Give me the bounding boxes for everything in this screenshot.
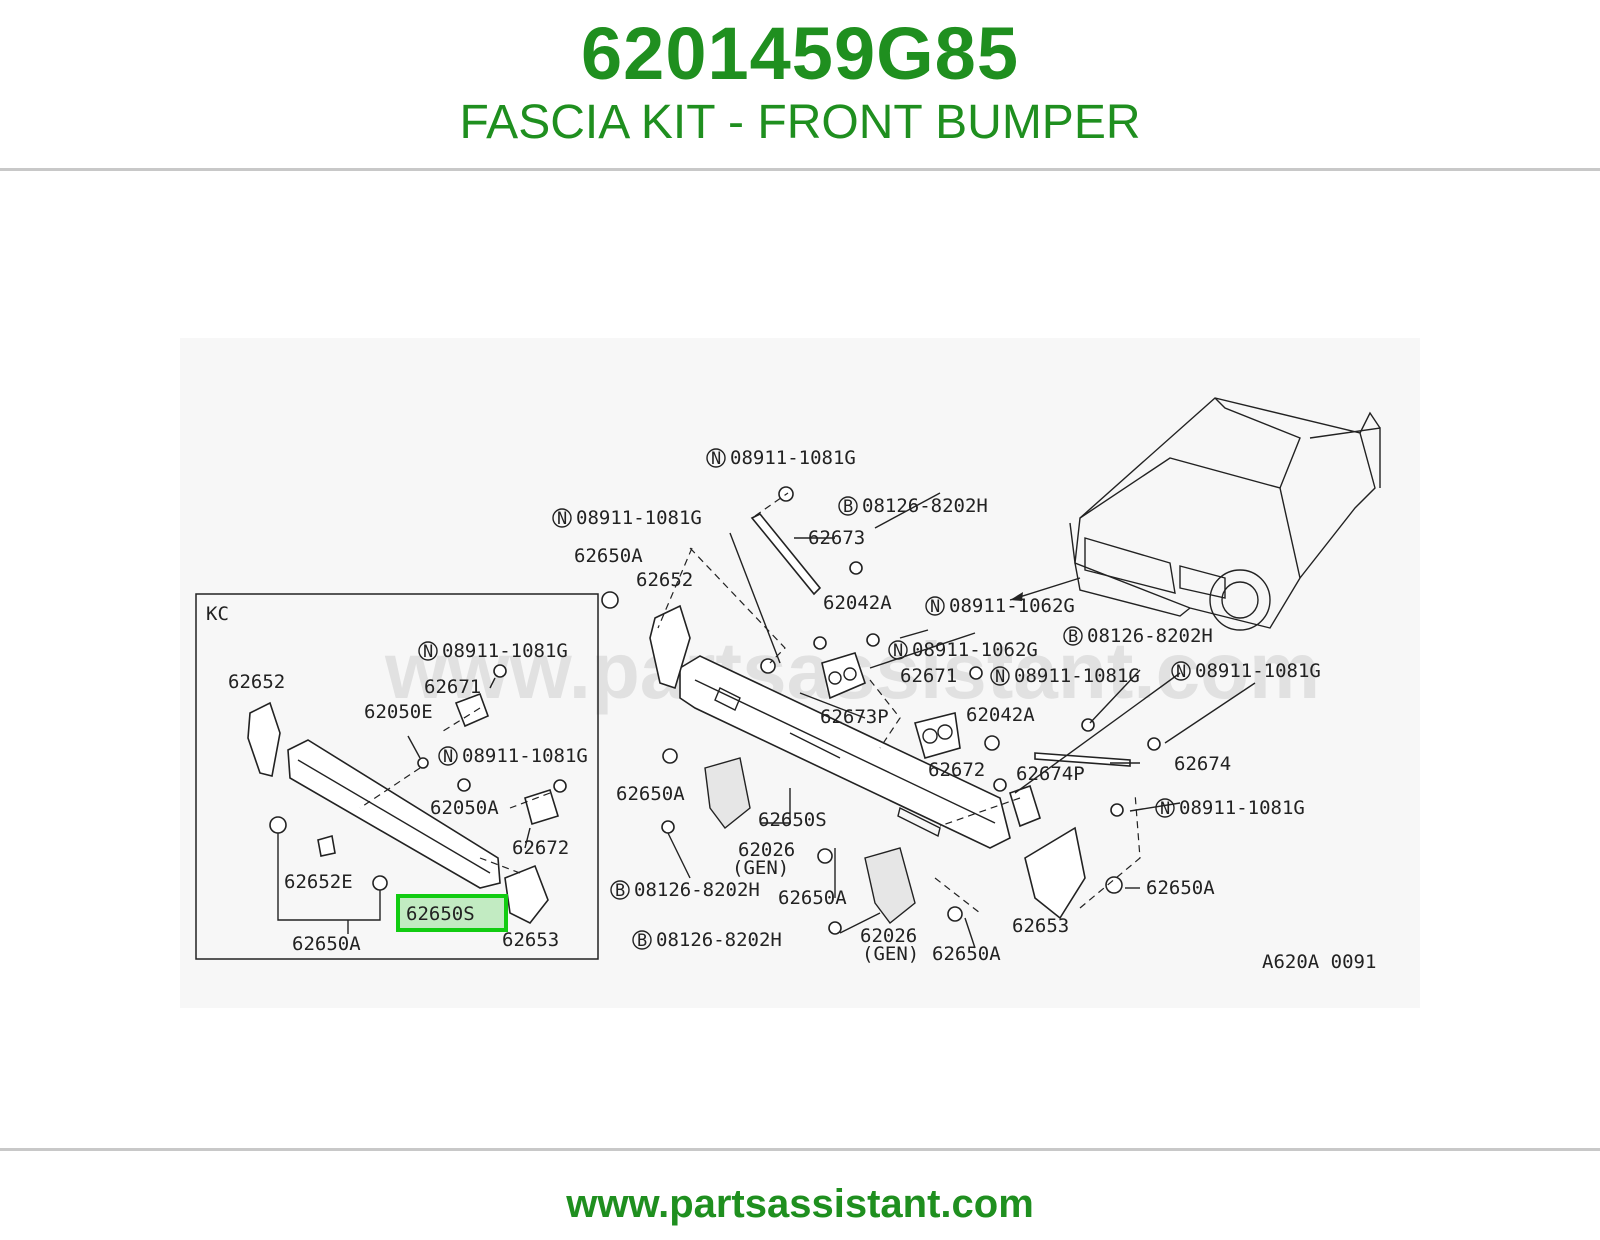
label-62652: 62652: [636, 569, 693, 591]
label-62650a: 62650A: [1146, 877, 1215, 899]
highlight-fill: [398, 896, 506, 930]
label-08911-1081g: 08911-1081G: [1195, 660, 1321, 682]
inset-label: KC: [206, 603, 229, 625]
inset-label-62050a: 62050A: [430, 797, 499, 819]
circle-n: N: [893, 641, 903, 661]
label-08126-8202h: 08126-8202H: [634, 879, 760, 901]
inset-label-62650a: 62650A: [292, 933, 361, 955]
inset-label-62650s: 62650S: [406, 903, 475, 925]
label-62672: 62672: [928, 759, 985, 781]
footer-divider: [0, 1148, 1600, 1151]
label-62026: 62026: [860, 925, 917, 947]
footer-url[interactable]: www.partsassistant.com: [566, 1182, 1034, 1226]
circle-n: N: [423, 642, 433, 662]
label-08911-1081g: 08911-1081G: [1179, 797, 1305, 819]
label-62673: 62673: [808, 527, 865, 549]
page-header: 6201459G85 FASCIA KIT - FRONT BUMPER: [0, 0, 1600, 170]
label-08911-1081g: 08911-1081G: [1014, 665, 1140, 687]
circle-n: N: [711, 449, 721, 469]
circle-n: N: [1160, 799, 1170, 819]
circle-b: B: [615, 881, 625, 901]
circle-n: N: [557, 509, 567, 529]
main-bumper-drawing: [601, 486, 1256, 949]
inset-label-62652: 62652: [228, 671, 285, 693]
kc-inset-labels: 62652 N 08911-1081G 62671 62050E N 08911…: [228, 640, 588, 955]
label-62042a: 62042A: [966, 704, 1035, 726]
inset-label-62652e: 62652E: [284, 871, 353, 893]
label-08126-8202h: 08126-8202H: [862, 495, 988, 517]
label-62671: 62671: [900, 665, 957, 687]
label-62026: 62026: [738, 839, 795, 861]
inset-label-08911-1081g: 08911-1081G: [442, 640, 568, 662]
header-divider: [0, 168, 1600, 171]
label-62673p: 62673P: [820, 706, 889, 728]
label-08911-1081g: 08911-1081G: [576, 507, 702, 529]
circle-n: N: [443, 747, 453, 767]
part-title: FASCIA KIT - FRONT BUMPER: [459, 96, 1141, 149]
label-08126-8202h: 08126-8202H: [656, 929, 782, 951]
label-62650s: 62650S: [758, 809, 827, 831]
label-62653: 62653: [1012, 915, 1069, 937]
inset-label-62672: 62672: [512, 837, 569, 859]
circle-b: B: [1068, 627, 1078, 647]
label-gen: (GEN): [862, 943, 919, 965]
circle-n: N: [930, 597, 940, 617]
label-62650a: 62650A: [616, 783, 685, 805]
label-gen: (GEN): [732, 857, 789, 879]
main-labels: N 08911-1081G B 08126-8202H N 08911-1081…: [552, 447, 1376, 973]
inset-label-62671: 62671: [424, 676, 481, 698]
parts-diagram: www.partsassistant.com: [180, 338, 1420, 1008]
circle-n: N: [995, 667, 1005, 687]
label-08911-1081g: 08911-1081G: [730, 447, 856, 469]
part-number: 6201459G85: [581, 12, 1019, 95]
label-62650a: 62650A: [932, 943, 1001, 965]
inset-label-62653: 62653: [502, 929, 559, 951]
highlight-box[interactable]: [396, 894, 508, 932]
circle-b: B: [637, 931, 647, 951]
label-08911-1062g: 08911-1062G: [912, 639, 1038, 661]
inset-label-08911-1081g: 08911-1081G: [462, 745, 588, 767]
label-62650a: 62650A: [778, 887, 847, 909]
parts-diagram-svg: www.partsassistant.com: [195, 397, 1381, 973]
drawing-code: A620A 0091: [1262, 951, 1376, 973]
circle-b: B: [843, 497, 853, 517]
kc-inset: KC: [195, 593, 599, 960]
label-62650a: 62650A: [574, 545, 643, 567]
truck-illustration: [1009, 397, 1381, 631]
inset-label-62050e: 62050E: [364, 701, 433, 723]
label-08911-1062g: 08911-1062G: [949, 595, 1075, 617]
label-08126-8202h: 08126-8202H: [1087, 625, 1213, 647]
label-62674p: 62674P: [1016, 763, 1085, 785]
label-62042a: 62042A: [823, 592, 892, 614]
label-62674: 62674: [1174, 753, 1231, 775]
circle-n: N: [1176, 662, 1186, 682]
